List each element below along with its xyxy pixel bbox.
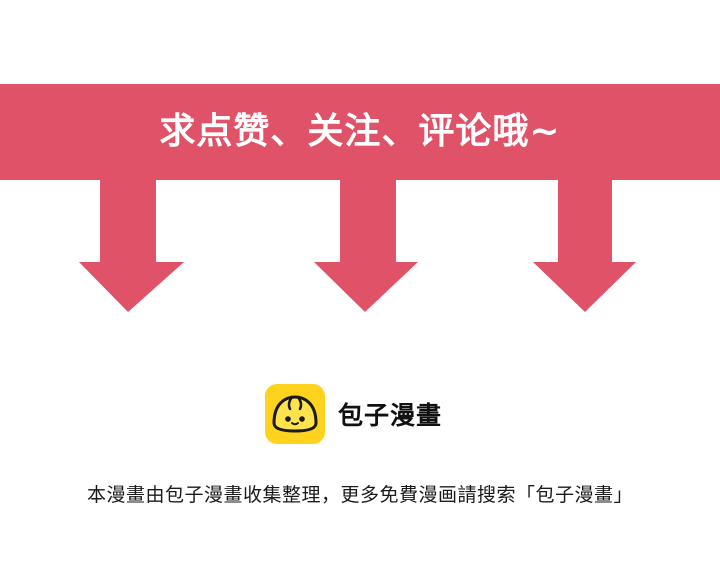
down-arrow-icon [314, 178, 418, 312]
down-arrow-icon [79, 178, 184, 312]
cta-banner-text: 求点赞、关注、评论哦~ [159, 111, 561, 152]
brand: 包子漫畫 [264, 383, 442, 445]
brand-name: 包子漫畫 [338, 401, 443, 430]
steamed-bun-icon [265, 384, 325, 444]
down-arrow-icon [533, 178, 636, 312]
footer-note: 本漫畫由包子漫畫收集整理，更多免費漫画請搜索「包子漫畫」 [86, 484, 633, 506]
cta-banner: 求点赞、关注、评论哦~ [0, 84, 720, 180]
